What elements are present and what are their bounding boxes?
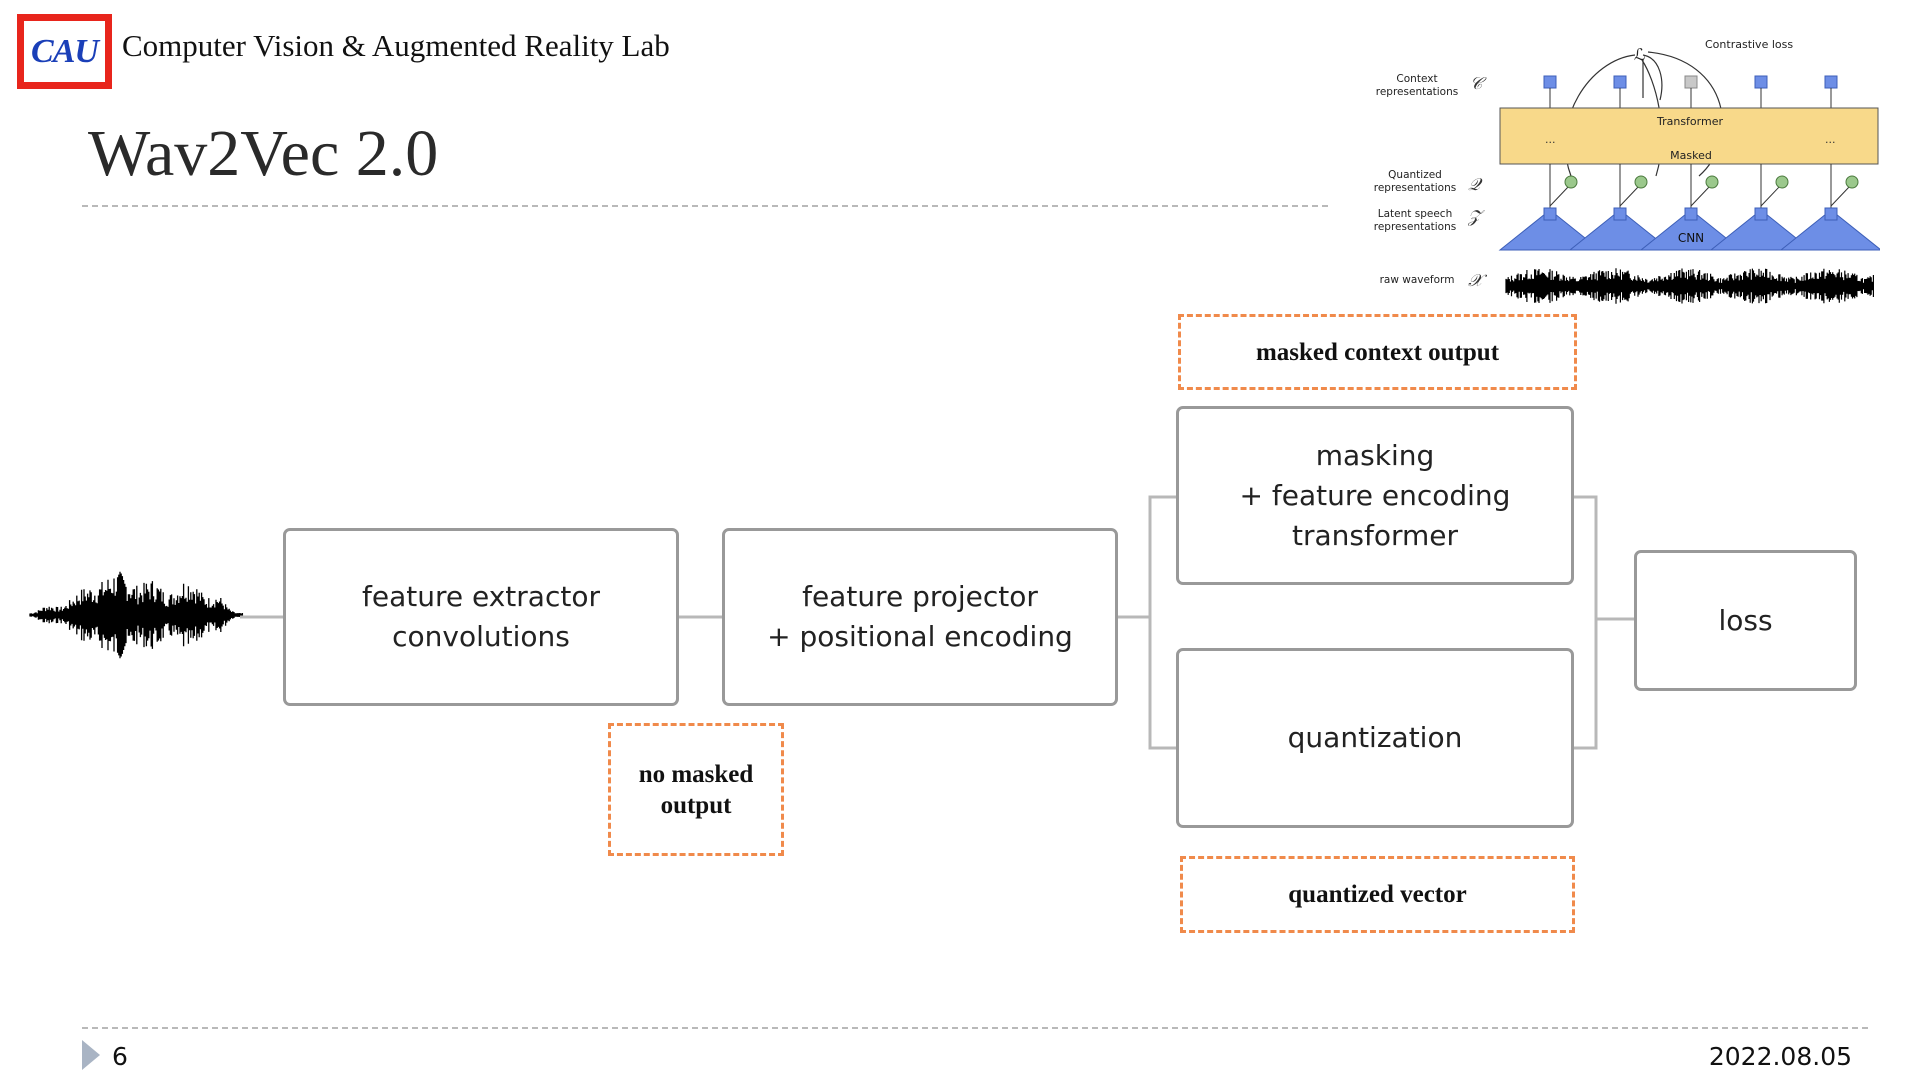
cnn-triangle-2: [1568, 209, 1672, 251]
quantization-box: quantization: [1176, 648, 1574, 828]
quantized-vector-note: quantized vector: [1180, 856, 1575, 933]
loss-symbol: ℒ: [1634, 45, 1646, 64]
masking-transformer-box: masking + feature encoding transformer: [1176, 406, 1574, 585]
latent-box-1: [1543, 207, 1557, 221]
cnn-triangle-3: [1639, 209, 1743, 251]
footer-divider: [82, 1027, 1868, 1029]
masked-label: Masked: [1670, 149, 1712, 162]
page-number: 6: [112, 1042, 128, 1071]
loss-box: loss: [1634, 550, 1857, 691]
latent-box-5: [1824, 207, 1838, 221]
latent-box-2: [1613, 207, 1627, 221]
logo-text: CAU: [31, 32, 99, 70]
quantized-label-line1: Quantized: [1388, 169, 1442, 181]
q-node-4: [1775, 175, 1789, 189]
latent-symbol: 𝒵: [1467, 207, 1485, 227]
q-node-5: [1845, 175, 1859, 189]
cnn-triangle-1: [1498, 209, 1602, 251]
title-divider: [82, 205, 1328, 207]
context-label-line1: Context: [1396, 73, 1437, 85]
slide-title: Wav2Vec 2.0: [88, 117, 439, 190]
no-masked-output-note: no masked output: [608, 723, 784, 856]
slide-date: 2022.08.05: [1708, 1042, 1852, 1071]
latent-label-line1: Latent speech: [1378, 208, 1452, 220]
input-waveform: [29, 571, 244, 659]
loss-arrow-2: [1642, 54, 1663, 101]
cnn-triangle-4: [1709, 209, 1813, 251]
q-node-3: [1705, 175, 1719, 189]
context-label-line2: representations: [1376, 86, 1458, 98]
latent-box-4: [1754, 207, 1768, 221]
contrastive-loss-label: Contrastive loss: [1705, 38, 1793, 51]
latent-box-3: [1684, 207, 1698, 221]
wav2vec-reference-figure: Contrastive loss ℒ Context representatio…: [1374, 38, 1880, 304]
lab-name: Computer Vision & Augmented Reality Lab: [122, 28, 670, 63]
dots-left: ...: [1545, 133, 1556, 146]
quantized-label-line2: representations: [1374, 182, 1456, 194]
masked-context-output-note: masked context output: [1178, 314, 1577, 390]
cnn-label: CNN: [1678, 231, 1704, 245]
transformer-block: [1499, 107, 1879, 165]
cnn-triangle-5: [1779, 209, 1880, 251]
q-node-2: [1634, 175, 1648, 189]
latent-label-line2: representations: [1374, 221, 1456, 233]
dots-right: ...: [1825, 133, 1836, 146]
feature-extractor-box: feature extractor convolutions: [283, 528, 679, 706]
cau-logo: CAU: [17, 14, 112, 89]
bullet-triangle-icon: [82, 1040, 100, 1070]
feature-projector-box: feature projector + positional encoding: [722, 528, 1118, 706]
raw-waveform: [1505, 268, 1874, 304]
transformer-label: Transformer: [1656, 115, 1723, 128]
q-node-1: [1564, 175, 1578, 189]
quantized-symbol: 𝒬: [1468, 175, 1483, 195]
waveform-label: raw waveform: [1380, 274, 1455, 286]
